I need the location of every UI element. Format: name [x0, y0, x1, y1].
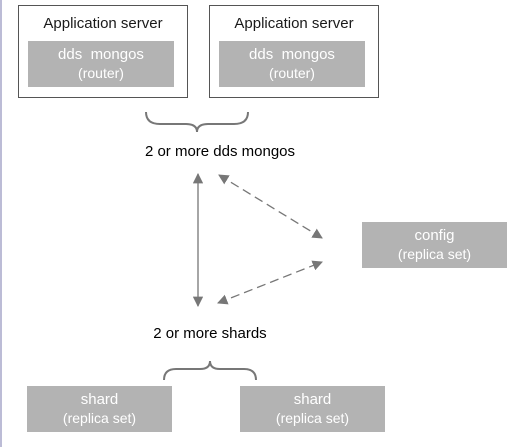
- left-edge-rule: [0, 0, 2, 447]
- shard-1-role: (replica set): [62, 410, 137, 426]
- mongos-router-2-role: (router): [269, 65, 315, 81]
- shard-2: shard (replica set): [240, 386, 385, 432]
- shards-config-arrow: [217, 260, 323, 305]
- mongos-router-2: dds mongos (router): [219, 41, 365, 87]
- config-role: (replica set): [397, 246, 472, 262]
- shards-count-label: 2 or more shards: [153, 325, 267, 342]
- shard-1-name: shard: [80, 391, 119, 408]
- shard-2-role: (replica set): [275, 410, 350, 426]
- app-server-1: Application server dds mongos (router): [18, 5, 188, 98]
- app-server-2-title: Application server: [234, 15, 354, 32]
- mongos-brace: [145, 111, 249, 133]
- mongos-router-1: dds mongos (router): [28, 41, 174, 87]
- mongos-router-1-name: dds mongos: [58, 46, 144, 63]
- app-server-1-title: Application server: [43, 15, 163, 32]
- mongos-config-arrow: [218, 174, 323, 239]
- shards-brace: [163, 360, 257, 381]
- mongos-router-1-role: (router): [78, 65, 124, 81]
- mongos-router-2-name: dds mongos: [249, 46, 335, 63]
- mongos-count-label: 2 or more dds mongos: [144, 143, 296, 160]
- config-replica-set: config (replica set): [362, 222, 507, 268]
- app-server-2: Application server dds mongos (router): [209, 5, 379, 98]
- config-name: config: [414, 227, 455, 244]
- shard-2-name: shard: [293, 391, 332, 408]
- shard-1: shard (replica set): [27, 386, 172, 432]
